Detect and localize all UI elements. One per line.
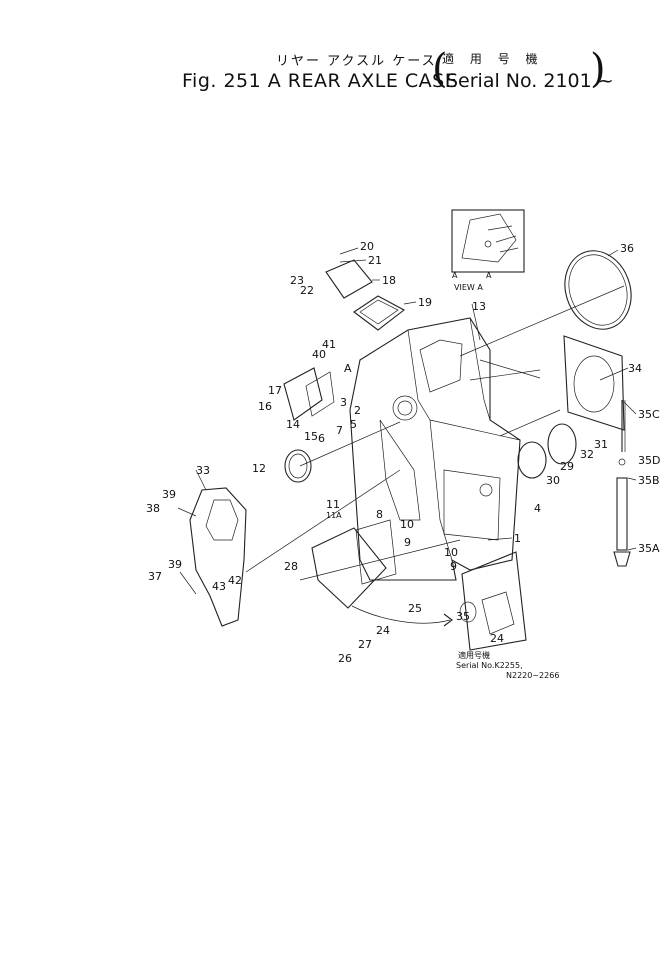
- bearing-cap: [517, 441, 547, 479]
- part-label: 13: [472, 300, 486, 313]
- paren-left: (: [432, 46, 448, 92]
- cover-plate-14: [283, 367, 323, 421]
- part-label: 35B: [638, 474, 660, 487]
- part-label: 32: [580, 448, 594, 461]
- part-label: 15: [304, 430, 318, 443]
- variant-inset: 適用号機 Serial No.K2255, N2220~2266: [351, 551, 559, 680]
- breather-assembly: [613, 400, 631, 567]
- seal-ring: [284, 449, 312, 483]
- part-label: 30: [546, 474, 560, 487]
- view-a-letter-left: A: [452, 271, 458, 280]
- part-number-labels: 1 2 3 4 5 6 7 8 9 9 10 10 11 11A 12 13 1…: [146, 240, 660, 665]
- part-label: 36: [620, 242, 634, 255]
- variant-serial-2: N2220~2266: [506, 671, 559, 680]
- part-label: 16: [258, 400, 272, 413]
- axle-case-housing: [349, 317, 541, 581]
- bottom-cover-25: [311, 527, 387, 609]
- part-label: 43: [212, 580, 226, 593]
- part-label: 22: [300, 284, 314, 297]
- part-label: 39: [168, 558, 182, 571]
- part-label: 2: [354, 404, 361, 417]
- part-label: 35D: [638, 454, 660, 467]
- part-label: 11: [326, 498, 340, 511]
- part-label: 35: [456, 610, 470, 623]
- part-label: 40: [312, 348, 326, 361]
- part-label: 23: [290, 274, 304, 287]
- part-label: 21: [368, 254, 382, 267]
- part-label: 34: [628, 362, 642, 375]
- gasket-15: [305, 371, 335, 417]
- part-label: 33: [196, 464, 210, 477]
- part-label: 35A: [638, 542, 660, 555]
- part-label: 18: [382, 274, 396, 287]
- part-label: 10: [444, 546, 458, 559]
- part-label: 11A: [326, 511, 342, 520]
- part-label: 39: [162, 488, 176, 501]
- part-label: 27: [358, 638, 372, 651]
- figure-title: Fig. 251 A REAR AXLE CASE: [182, 70, 458, 92]
- leader-lines: [177, 247, 637, 595]
- part-label: 3: [340, 396, 347, 409]
- part-label: 4: [534, 502, 541, 515]
- part-label: 12: [252, 462, 266, 475]
- variant-serial-1: Serial No.K2255,: [456, 661, 523, 670]
- part-label: 19: [418, 296, 432, 309]
- part-label: 24: [376, 624, 390, 637]
- part-label: 24: [490, 632, 504, 645]
- view-a-inset: A A VIEW A: [451, 209, 525, 292]
- o-ring-large: [564, 250, 632, 330]
- part-label: 25: [408, 602, 422, 615]
- gasket-19: [353, 295, 406, 331]
- title-japanese: リヤー アクスル ケース: [276, 54, 437, 69]
- part-label: 1: [514, 532, 521, 545]
- part-label: 37: [148, 570, 162, 583]
- part-label: 9: [404, 536, 411, 549]
- side-cover: [189, 487, 247, 627]
- variant-note: 適用号機: [458, 650, 490, 660]
- part-label: 8: [376, 508, 383, 521]
- part-label: 9: [450, 560, 457, 573]
- gasket-plate: [563, 335, 625, 431]
- part-label: 28: [284, 560, 298, 573]
- part-label: 7: [336, 424, 343, 437]
- part-label: 5: [350, 418, 357, 431]
- title-japanese-serial: 適 用 号 機: [442, 52, 544, 66]
- paren-right: ): [590, 46, 606, 92]
- part-label: 10: [400, 518, 414, 531]
- cover-plate-18: [325, 259, 373, 299]
- view-a-label: VIEW A: [454, 283, 483, 292]
- part-label: 20: [360, 240, 374, 253]
- serial-range: Serial No. 2101 ~: [446, 70, 614, 92]
- view-a-letter-right: A: [486, 271, 492, 280]
- part-label: 42: [228, 574, 242, 587]
- part-label: 26: [338, 652, 352, 665]
- part-label: 31: [594, 438, 608, 451]
- part-label: 6: [318, 432, 325, 445]
- part-label: 35C: [638, 408, 660, 421]
- part-label: 14: [286, 418, 300, 431]
- part-label: 41: [322, 338, 336, 351]
- part-label: 17: [268, 384, 282, 397]
- part-label: 29: [560, 460, 574, 473]
- part-label: A: [344, 362, 352, 375]
- part-label: 38: [146, 502, 160, 515]
